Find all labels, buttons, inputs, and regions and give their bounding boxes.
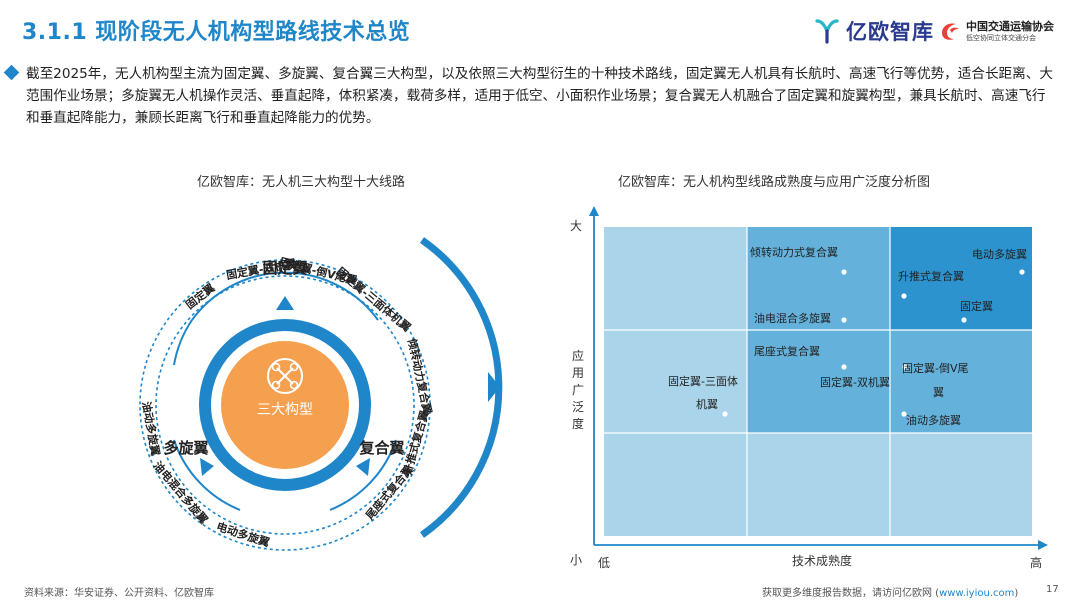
data-point [901,411,907,417]
page-title: 3.1.1 现阶段无人机构型路线技术总览 [22,20,411,45]
route-label: 油动多旋翼 [139,400,162,457]
route-label: 尾座式复合翼 [362,463,416,523]
x-low-label: 低 [598,556,610,570]
data-point [841,364,847,370]
data-point [901,293,907,299]
data-point [902,364,908,370]
y-axis-label-char: 应 [572,348,584,363]
center-circle [221,341,349,469]
dashed-inner-ring [155,275,415,535]
center-label: 三大构型 [257,402,313,418]
left-figure-title: 亿欧智库：无人机三大构型十大线路 [197,175,406,190]
footer-more-info: 获取更多维度报告数据，请访问亿欧网 (www.iyiou.com) [762,584,1018,599]
route-label: 倾转动力复合翼 [405,336,435,415]
source-note: 资料来源：华安证券、公开资料、亿欧智库 [24,588,214,599]
y-high-label: 大 [570,219,582,233]
data-point-label: 固定翼-双机翼 [820,375,890,389]
category-arc-top [191,271,379,321]
association-logo-icon [942,23,959,40]
x-axis-arrow-icon [1038,540,1048,550]
association-subname: 低空协同立体交通分会 [966,33,1036,42]
data-point-label: 固定翼 [960,299,993,313]
category-arc-bottom [173,439,241,511]
maturity-matrix-chart: 大 小 低 高 技术成熟度 应用广泛度 倾转动力式复合翼 电动多旋翼升推式复合翼固… [570,206,1048,570]
data-point [961,317,967,323]
cell-top-left [604,227,747,330]
data-point [841,269,847,275]
y-axis-label-char: 用 [572,366,584,380]
footer-more-suffix: ) [1014,588,1019,599]
data-point-label: 油动多旋翼 [906,413,961,427]
category-arc-right [329,439,397,511]
configuration-ring-diagram: 三大构型 固定翼 多旋翼 复合翼 固定翼-三面体机翼倾转动力复合翼升推式复合翼尾… [139,237,503,551]
cell-mid-right [890,330,1032,433]
y-axis-arrow-icon [589,206,599,216]
route-label: 固定翼-倒V尾翼 [278,255,358,288]
data-point [1019,269,1025,275]
y-axis-label: 应用广泛度 [572,348,584,431]
data-point-label: 升推式复合翼 [898,269,964,283]
drone-icon [267,358,303,394]
x-axis-label: 技术成熟度 [792,553,852,568]
dashed-outer-ring [139,259,431,551]
y-axis-label-char: 广 [572,383,584,397]
data-point-label: 固定翼-倒V尾 [902,361,969,375]
inner-arrow-top-icon [276,296,294,310]
data-point [722,411,728,417]
category-multirotor: 多旋翼 [163,439,208,457]
route-label: 电动多旋翼 [215,519,272,549]
iyiou-logo-text: 亿欧智库 [846,20,934,44]
right-figure-title: 亿欧智库：无人机构型线路成熟度与应用广泛度分析图 [618,175,931,190]
inner-arrow-left-icon [200,458,214,476]
data-point [841,317,847,323]
outer-arrow-arc [419,237,503,538]
cell-bot-mid [747,433,890,536]
cell-top-mid [747,227,890,330]
y-axis-label-char: 度 [572,416,584,431]
matrix-grid [604,227,1032,536]
x-high-label: 高 [1030,555,1042,570]
intro-paragraph: 截至2025年，无人机构型主流为固定翼、多旋翼、复合翼三大构型，以及依照三大构型… [26,66,1053,126]
data-point-label: 电动多旋翼 [972,247,1027,261]
cell-mid-mid [747,330,890,433]
category-arc-left [173,319,193,366]
data-point-label: 尾座式复合翼 [754,344,820,358]
cell-bot-right [890,433,1032,536]
cell-bot-left [604,433,747,536]
cell-top-right [890,227,1032,330]
y-low-label: 小 [570,553,582,567]
data-point-label: 倾转动力式复合翼 [750,245,838,259]
iyiou-logo[interactable]: 亿欧智库 [814,16,934,46]
page-number: 17 [1046,584,1059,595]
iyiou-logo-icon [815,19,839,44]
data-point-label: 机翼 [696,397,718,411]
data-point-label: 油电混合多旋翼 [754,311,831,325]
footer-more-prefix: 获取更多维度报告数据，请访问亿欧网 ( [762,588,940,599]
outer-arrow-head-icon [488,372,500,402]
data-point-label: 翼 [933,386,944,399]
association-logo: 中国交通运输协会 低空协同立体交通分会 [938,19,1054,43]
data-point-label: 固定翼-三面体 [668,374,738,388]
category-fixed-wing: 固定翼 [262,259,307,277]
footer-link[interactable]: www.iyiou.com [939,588,1015,599]
inner-arrow-right-icon [356,458,370,476]
y-axis-label-char: 泛 [572,400,584,414]
association-name: 中国交通运输协会 [966,19,1054,33]
category-compound-wing: 复合翼 [358,439,404,457]
inner-thick-ring [199,319,371,491]
bullet-diamond-icon [3,64,20,81]
